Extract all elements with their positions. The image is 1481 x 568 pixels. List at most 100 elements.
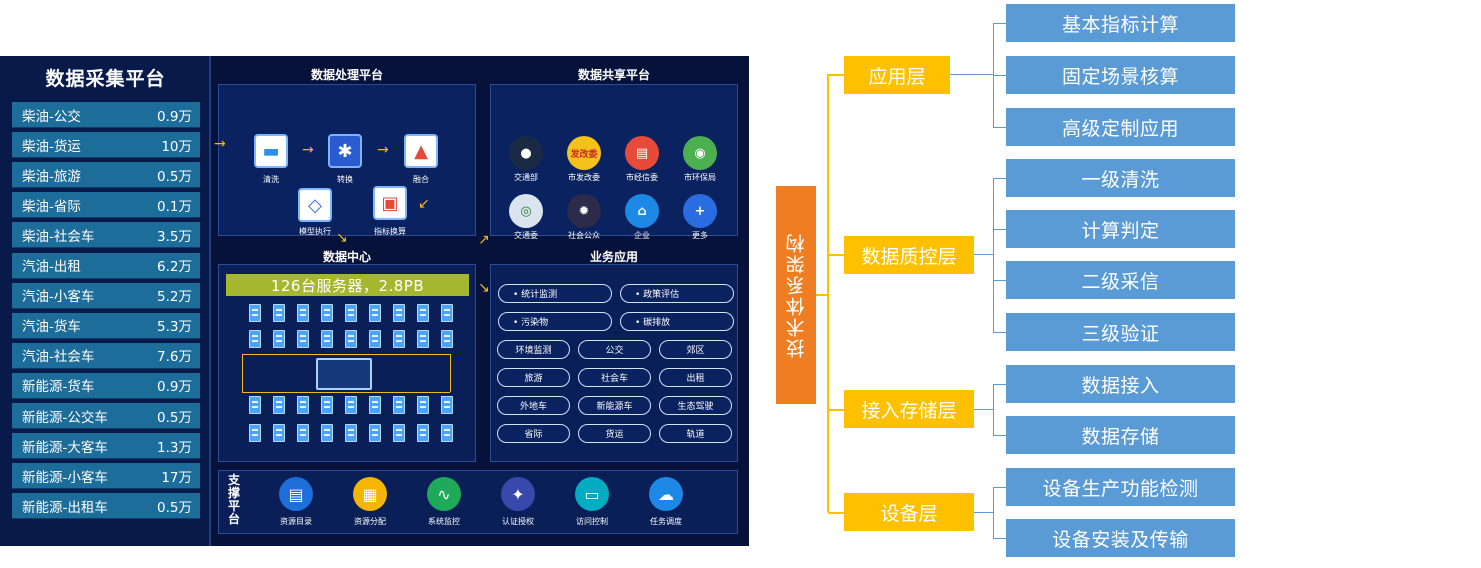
step-label: 清洗 [263,175,279,184]
support-item-label: 任务调度 [650,517,682,526]
vehicle-count: 0.9万 [157,379,192,396]
vehicle-count: 0.5万 [157,409,192,426]
document-icon: ▤ [625,136,659,170]
public-icon: ✹ [567,194,601,228]
org-label: 市环保局 [684,173,716,182]
server-icon [369,330,381,348]
company-icon: ⌂ [625,194,659,228]
leaf-box: 三级验证 [1006,313,1235,351]
server-icon [393,330,405,348]
network-line [242,354,450,355]
step-label: 融合 [413,175,429,184]
business-title: 业务应用 [589,250,638,264]
business-tag: 货运 [578,424,651,443]
vehicle-count: 1.3万 [157,439,192,456]
org-label: 社会公众 [568,231,600,240]
business-tag: 社会车 [578,368,651,387]
globe-icon: ◉ [683,136,717,170]
leaf-connector [993,384,1006,385]
leaf-connector [993,127,1006,128]
datacenter-banner: 126台服务器，2.8PB [226,274,469,296]
arrow-up-right-icon: ↗ [478,232,490,248]
support-item-label: 认证授权 [502,517,534,526]
leaf-connector [993,75,1006,76]
org-label: 更多 [692,231,708,240]
business-tag: 外地车 [497,396,570,415]
server-icon [321,304,333,322]
vehicle-count: 5.3万 [157,319,192,336]
vehicle-type: 新能源-货车 [22,379,95,396]
fusion-icon: ▲ [404,134,438,168]
server-icon [441,330,453,348]
collection-row: 汽油-出租 6.2万 [12,252,200,279]
collection-title: 数据采集平台 [45,68,166,90]
allocation-icon: ▦ [353,477,387,511]
leaf-box: 二级采信 [1006,261,1235,299]
arrow-right-icon: → [302,142,314,158]
server-icon [417,396,429,414]
vehicle-count: 0.9万 [157,108,192,125]
vehicle-type: 柴油-省际 [22,198,81,215]
leaf-box: 设备安装及传输 [1006,519,1235,557]
server-icon [345,330,357,348]
leaf-box: 高级定制应用 [1006,108,1235,146]
vehicle-type: 柴油-旅游 [22,168,81,185]
vehicle-type: 新能源-小客车 [22,469,108,486]
server-icon [369,424,381,442]
leaf-trunk [993,384,994,435]
leaf-connector [974,254,993,255]
business-tag: 省际 [497,424,570,443]
leaf-connector [993,23,1006,24]
org-label: 交通部 [514,173,538,182]
wash-icon: ▬ [254,134,288,168]
arrow-down-left-icon: ↙ [418,196,430,212]
central-server-icon [316,358,372,390]
business-tag: 出租 [659,368,732,387]
leaf-box: 数据存储 [1006,416,1235,454]
arrow-right-icon: → [214,136,226,152]
server-icon [273,424,285,442]
support-item-label: 访问控制 [576,517,608,526]
vehicle-type: 柴油-货运 [22,138,81,155]
datacenter-title: 数据中心 [322,250,371,264]
vehicle-type: 汽油-货车 [22,319,81,336]
monitor-icon: ∿ [427,477,461,511]
indicator-icon: ▣ [373,186,407,220]
server-icon [345,424,357,442]
server-icon [249,304,261,322]
server-icon [345,396,357,414]
vehicle-type: 汽油-小客车 [22,289,95,306]
org-label: 交通委 [514,231,538,240]
business-tag: 生态驾驶 [659,396,732,415]
leaf-box: 一级清洗 [1006,159,1235,197]
business-tag: 轨道 [659,424,732,443]
server-icon [369,304,381,322]
vehicle-type: 柴油-社会车 [22,228,95,245]
vehicle-count: 6.2万 [157,259,192,275]
step-label: 模型执行 [299,227,331,236]
leaf-connector [974,409,993,410]
vehicle-type: 新能源-大客车 [22,439,108,456]
leaf-connector [993,178,1006,179]
vehicle-type: 汽油-出租 [22,259,81,275]
vehicle-count: 0.5万 [157,499,192,516]
transport-emblem-icon: ◎ [509,194,543,228]
leaf-connector [993,332,1006,333]
support-label: 支撑平台 [228,473,241,526]
access-icon: ▭ [575,477,609,511]
vehicle-count: 17万 [161,469,192,486]
org-label: 市经信委 [626,173,658,182]
leaf-box: 数据接入 [1006,365,1235,403]
layer-trunk [827,74,829,512]
leaf-box: 固定场景核算 [1006,56,1235,94]
collection-row: 新能源-大客车 1.3万 [12,433,200,460]
server-icon [441,396,453,414]
server-icon [393,396,405,414]
leaf-trunk [993,487,994,538]
